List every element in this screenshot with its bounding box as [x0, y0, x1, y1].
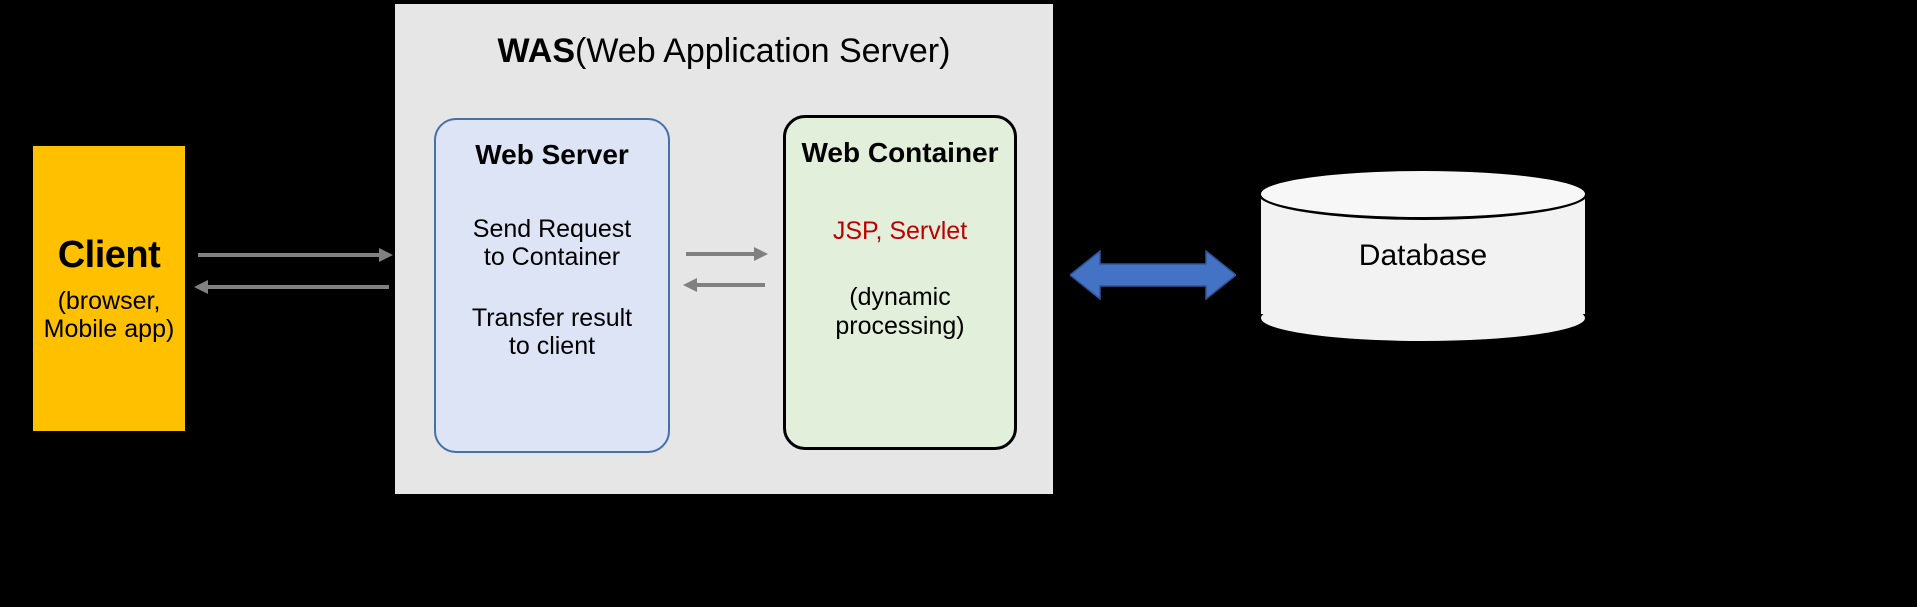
- web-container-technologies: JSP, Servlet: [832, 216, 968, 245]
- database-cylinder-seam: [1261, 286, 1585, 314]
- client-to-server-arrow: [198, 248, 393, 262]
- web-container-title: Web Container: [801, 137, 999, 168]
- container-to-database-arrow: [1068, 249, 1238, 301]
- web-container-node: Web Container JSP, Servlet (dynamic proc…: [783, 115, 1017, 450]
- web-server-description-1: Send Request to Container: [473, 215, 631, 272]
- web-container-description-line-2: processing): [835, 311, 965, 340]
- client-subtitle: (browser, Mobile app): [44, 287, 175, 343]
- web-server-description-1-line-1: Send Request: [472, 214, 632, 243]
- web-server-description-2-line-2: to client: [508, 332, 596, 361]
- web-server-title: Web Server: [475, 139, 629, 170]
- web-server-description-2: Transfer result to client: [472, 304, 632, 361]
- web-container-description: (dynamic processing): [835, 283, 964, 340]
- web-container-description-line-1: (dynamic: [849, 283, 951, 312]
- server-to-client-arrow: [194, 280, 389, 294]
- client-title: Client: [57, 234, 161, 277]
- container-to-server-arrow: [683, 278, 765, 292]
- database-label: Database: [1358, 239, 1488, 272]
- client-subtitle-line-2: Mobile app): [43, 314, 175, 343]
- web-server-description-2-line-1: Transfer result: [471, 303, 633, 332]
- database-cylinder-top: [1258, 168, 1588, 220]
- was-title-expansion: (Web Application Server): [575, 32, 951, 70]
- server-to-container-arrow: [686, 247, 768, 261]
- web-server-node: Web Server Send Request to Container Tra…: [434, 118, 670, 453]
- client-subtitle-line-1: (browser,: [57, 286, 161, 315]
- was-title-abbreviation: WAS: [497, 32, 575, 70]
- was-title: WAS(Web Application Server): [395, 32, 1053, 71]
- web-server-description-1-line-2: to Container: [483, 243, 621, 272]
- database-node: Database: [1258, 168, 1588, 344]
- client-node: Client (browser, Mobile app): [33, 146, 185, 431]
